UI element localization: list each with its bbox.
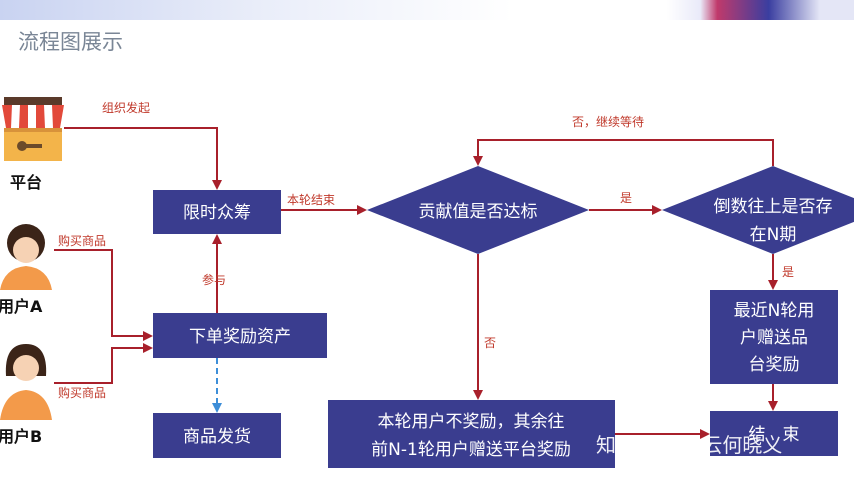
arrow-buy-b: [54, 343, 153, 384]
edge-label-buy-b: 购买商品: [58, 385, 106, 400]
user-a-label: 用户A: [0, 297, 43, 316]
arrow-no-wait: [473, 139, 774, 166]
node-reward-recent: 最近N轮用 户赠送品 台奖励: [710, 290, 838, 384]
page-title: 流程图展示: [18, 30, 123, 54]
store-icon: [2, 97, 64, 161]
node-reward-recent-line1: 最近N轮用: [734, 301, 815, 321]
node-contribution-check: 贡献值是否达标: [367, 166, 589, 254]
platform-label: 平台: [10, 173, 42, 192]
edge-label-no-wait: 否，继续等待: [572, 115, 644, 129]
node-contribution-check-label: 贡献值是否达标: [419, 202, 538, 222]
arrow-initiate: [64, 127, 222, 190]
header-banner: [0, 0, 854, 20]
node-n-period-check-line1: 倒数往上是否存: [714, 197, 833, 217]
node-no-reward-line2: 前N-1轮用户赠送平台奖励: [371, 440, 571, 460]
node-ship-label: 商品发货: [183, 427, 251, 447]
edge-label-buy-a: 购买商品: [58, 233, 106, 248]
edge-label-participate: 参与: [202, 272, 226, 287]
edge-label-yes1: 是: [620, 191, 632, 205]
node-crowdfund-label: 限时众筹: [183, 203, 251, 223]
node-crowdfund: 限时众筹: [153, 190, 281, 234]
edge-label-no: 否: [484, 336, 496, 350]
node-no-reward: 本轮用户不奖励，其余往 前N-1轮用户赠送平台奖励: [328, 400, 615, 468]
node-end: 结 束: [710, 411, 838, 456]
user-b-avatar: [0, 344, 52, 420]
edge-label-yes2: 是: [782, 265, 794, 279]
node-reward-recent-line3: 台奖励: [749, 355, 800, 375]
node-reward-recent-line2: 户赠送品: [740, 328, 808, 348]
arrow-buy-a: [54, 249, 153, 341]
node-end-label: 结 束: [749, 425, 800, 445]
edge-label-initiate: 组织发起: [102, 100, 150, 115]
watermark: 知乎 @微三云何晓义: [596, 433, 782, 457]
edge-label-round-end: 本轮结束: [287, 193, 335, 207]
node-n-period-check-line2: 在N期: [750, 225, 797, 245]
node-no-reward-line1: 本轮用户不奖励，其余往: [378, 412, 565, 432]
node-n-period-check: 倒数往上是否存 在N期: [662, 166, 854, 254]
user-b-label: 用户B: [0, 427, 42, 446]
node-ship: 商品发货: [153, 413, 281, 458]
node-order-reward-label: 下单奖励资产: [189, 327, 291, 347]
node-order-reward: 下单奖励资产: [153, 313, 327, 358]
user-a-avatar: [0, 224, 52, 290]
